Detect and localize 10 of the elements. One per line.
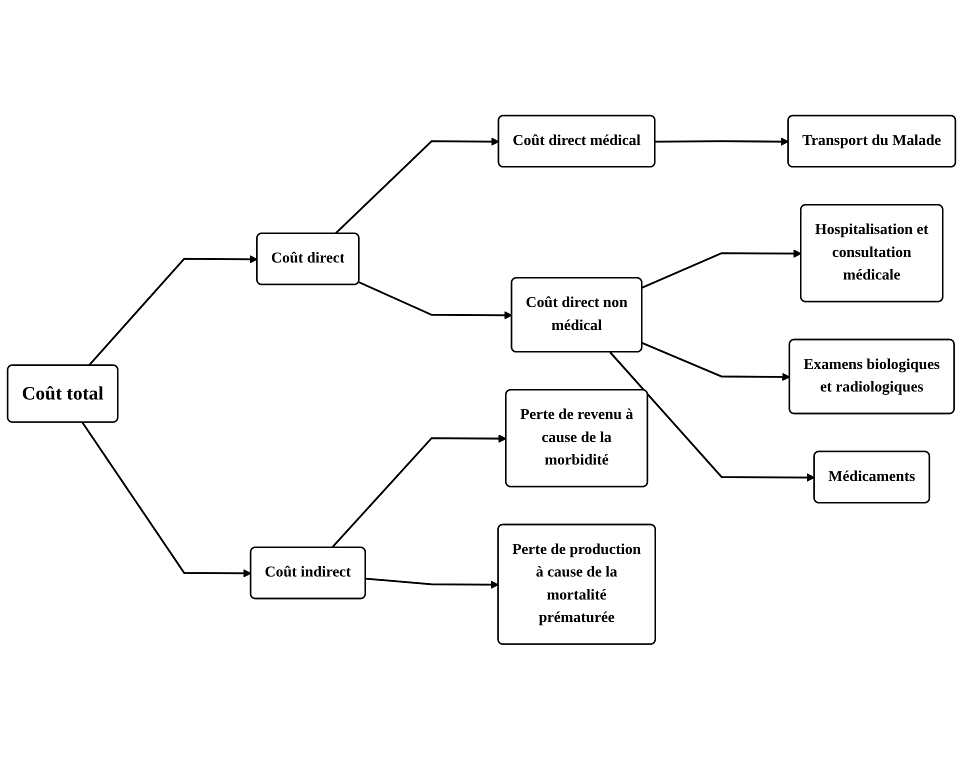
arrow	[331, 434, 507, 549]
arrow	[366, 578, 499, 590]
arrow	[642, 342, 790, 382]
arrow	[609, 352, 815, 482]
arrow	[82, 422, 252, 578]
arrow	[358, 282, 512, 320]
arrow	[642, 250, 802, 289]
arrow	[88, 255, 258, 366]
arrow	[334, 138, 500, 235]
arrow	[655, 138, 789, 146]
